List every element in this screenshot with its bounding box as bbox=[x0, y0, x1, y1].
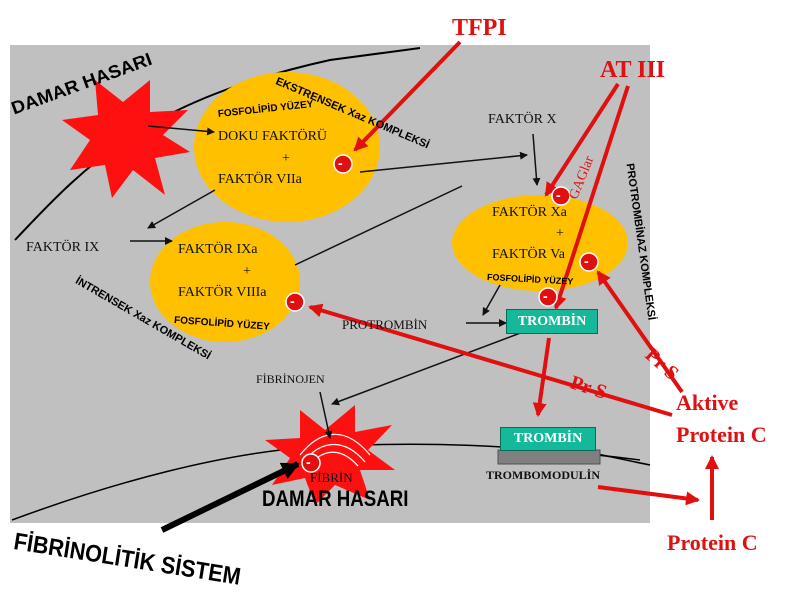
faktor-viia-label: FAKTÖR VIIa bbox=[218, 172, 302, 187]
damar-hasari-bottom-label: DAMAR HASARI bbox=[262, 486, 409, 511]
plus-sign: + bbox=[282, 151, 290, 166]
trombomodulin-label: TROMBOMODULİN bbox=[486, 468, 600, 482]
fibrinojen-label: FİBRİNOJEN bbox=[256, 372, 325, 386]
arrow-x-to-xa bbox=[532, 133, 541, 186]
doku-faktoru-label: DOKU FAKTÖRÜ bbox=[218, 129, 328, 144]
at3-label: AT III bbox=[600, 57, 666, 83]
plus-sign: + bbox=[243, 264, 251, 279]
trombin-box-1: TROMBİN bbox=[506, 309, 598, 334]
minus-sign: - bbox=[338, 155, 343, 171]
ellipse-intrinsic bbox=[150, 222, 300, 342]
inhibitor-circle-va bbox=[579, 252, 599, 272]
fibrin-burst bbox=[265, 405, 395, 505]
minus-sign: - bbox=[556, 187, 561, 203]
inhibitor-circle-trombin bbox=[538, 287, 558, 307]
faktor-viiia-label: FAKTÖR VIIIa bbox=[178, 285, 267, 300]
inhibitor-circle-tf bbox=[333, 154, 353, 174]
arrow-fibrinolytic bbox=[160, 461, 300, 533]
vessel-injury-burst-top bbox=[62, 80, 190, 198]
inhibitor-circle-viii bbox=[285, 292, 305, 312]
arrow-viii-to-x bbox=[294, 185, 463, 266]
ellipse-extrinsic bbox=[194, 72, 380, 222]
minus-sign: - bbox=[584, 253, 589, 269]
minus-sign: - bbox=[543, 288, 548, 304]
trombomodulin-membrane bbox=[497, 449, 601, 465]
arrow-viia-to-x bbox=[359, 151, 528, 173]
faktor-ixa-label: FAKTÖR IXa bbox=[178, 242, 258, 257]
inhibitor-circle-xa bbox=[551, 186, 571, 206]
protein-c-label: Protein C bbox=[667, 530, 758, 555]
arrow-tfpi bbox=[353, 40, 462, 152]
trombin-box-2: TROMBİN bbox=[500, 427, 596, 451]
arrow-at3-to-trombin bbox=[553, 85, 630, 310]
inhibitor-circle-fibrin bbox=[301, 453, 321, 473]
arrow-trombomodulin-to-proteinc bbox=[597, 485, 700, 506]
arrow-trombin-to-fibrinojen bbox=[331, 331, 524, 406]
arrow-at3-to-xa bbox=[544, 82, 620, 197]
fibrin-label: FİBRİN bbox=[310, 470, 353, 485]
arrow-tf-to-ixa bbox=[147, 189, 216, 229]
plus-sign: + bbox=[556, 226, 564, 241]
protrombin-label: PROTROMBİN bbox=[342, 317, 428, 332]
faktor-ix-label: FAKTÖR IX bbox=[26, 240, 100, 255]
faktor-x-label: FAKTÖR X bbox=[488, 112, 557, 127]
faktor-va-label: FAKTÖR Va bbox=[492, 247, 565, 262]
minus-sign: - bbox=[290, 293, 295, 309]
arrow-va-to-trombin bbox=[482, 284, 501, 316]
arrow-apc-to-va bbox=[596, 270, 684, 394]
arrow-injury-to-tf bbox=[147, 125, 215, 136]
minus-sign: - bbox=[306, 454, 311, 470]
faktor-xa-label: FAKTÖR Xa bbox=[492, 205, 567, 220]
aktive-protein-c-label: Protein C bbox=[676, 422, 767, 447]
tfpi-label: TFPI bbox=[452, 15, 507, 41]
arrow-fibrinojen-to-fibrin bbox=[319, 391, 333, 439]
aktive-label: Aktive bbox=[676, 390, 739, 415]
arrow-apc-to-viii bbox=[308, 303, 673, 417]
